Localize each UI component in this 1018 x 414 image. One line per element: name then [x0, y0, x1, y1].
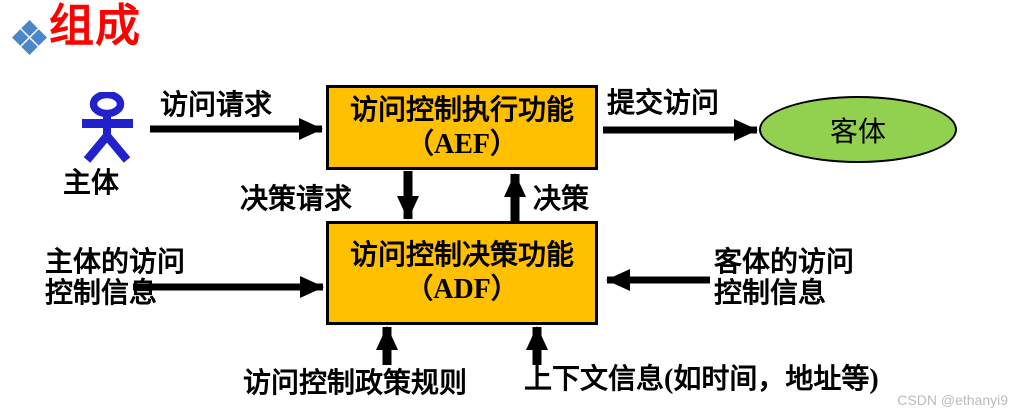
object-aci-label: 客体的访问 控制信息 — [714, 247, 854, 309]
diamond-bullet-icon — [12, 20, 47, 55]
subject-label: 主体 — [62, 168, 119, 199]
page-title: 组成 — [49, 1, 142, 51]
object-aci-line1: 客体的访问 — [714, 247, 855, 278]
object-ellipse-label: 客体 — [829, 116, 886, 148]
access-request-label: 访问请求 — [160, 90, 273, 121]
object-ellipse: 客体 — [759, 96, 957, 163]
aef-box: 访问控制执行功能 （AEF） — [326, 85, 598, 170]
decision-label: 决策 — [533, 184, 590, 215]
policy-rules-label: 访问控制政策规则 — [243, 368, 468, 399]
decision-request-label: 决策请求 — [240, 184, 353, 215]
context-info-label: 上下文信息(如时间，地址等) — [524, 364, 879, 395]
adf-box-line1: 访问控制决策功能 — [349, 240, 574, 271]
subject-aci-line1: 主体的访问 — [45, 247, 186, 278]
adf-box: 访问控制决策功能 （ADF） — [326, 221, 598, 325]
aef-box-line1: 访问控制执行功能 — [349, 94, 574, 126]
subject-person-icon — [82, 92, 133, 163]
submit-access-label: 提交访问 — [607, 88, 720, 119]
aef-box-line2: （AEF） — [405, 128, 518, 160]
adf-box-line2: （ADF） — [405, 274, 519, 305]
object-aci-line2: 控制信息 — [714, 278, 827, 309]
subject-aci-label: 主体的访问 控制信息 — [45, 247, 185, 309]
watermark: CSDN @ethanyi9 — [897, 392, 1008, 408]
subject-aci-line2: 控制信息 — [45, 278, 158, 309]
